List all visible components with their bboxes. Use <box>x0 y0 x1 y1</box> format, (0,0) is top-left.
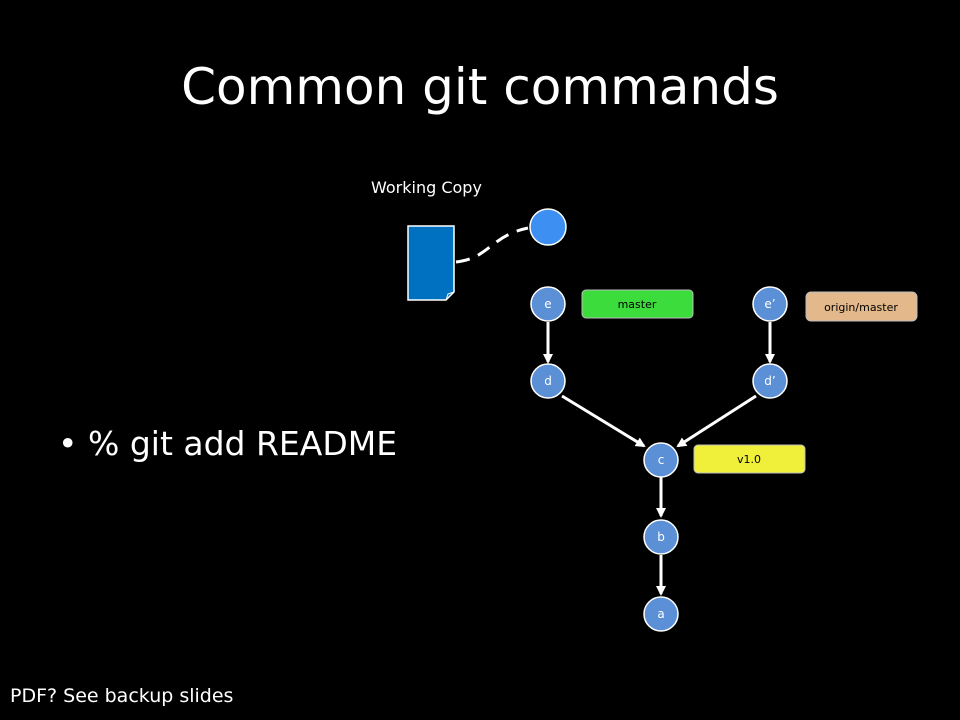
bullet-dot: • <box>58 424 78 463</box>
commit-node-e: e <box>530 286 566 322</box>
commit-label-e-prime: e’ <box>764 297 775 311</box>
commit-label-c: c <box>658 453 665 467</box>
commit-node-c: c <box>643 442 679 478</box>
commit-node-b: b <box>643 519 679 555</box>
working-copy-label: Working Copy <box>371 178 482 197</box>
commit-node-e-prime: e’ <box>752 286 788 322</box>
master-label-text: master <box>618 298 657 311</box>
slide-title: Common git commands <box>181 58 779 116</box>
commit-label-b: b <box>657 530 665 544</box>
footer-note: PDF? See backup slides <box>10 685 234 707</box>
commit-node-a: a <box>643 596 679 632</box>
origin-master-label-text: origin/master <box>824 301 898 314</box>
commit-label-e: e <box>544 297 551 311</box>
edge-d-c <box>561 394 646 448</box>
bullet-item: • % git add README <box>58 424 397 463</box>
commit-label-d: d <box>544 374 552 388</box>
tag-label-text: v1.0 <box>737 453 761 466</box>
tag-label-v1: v1.0 <box>693 444 806 474</box>
commit-node-d-prime: d’ <box>752 363 788 399</box>
branch-label-origin-master: origin/master <box>805 291 918 322</box>
edge-dprime-c <box>676 394 757 448</box>
commit-label-a: a <box>657 607 664 621</box>
working-copy-link <box>455 226 529 264</box>
commit-label-d-prime: d’ <box>764 374 775 388</box>
file-icon <box>407 225 455 301</box>
bullet-text: % git add README <box>88 424 398 463</box>
commit-node-d: d <box>530 363 566 399</box>
working-copy-node <box>529 208 567 246</box>
branch-label-master: master <box>581 289 694 319</box>
